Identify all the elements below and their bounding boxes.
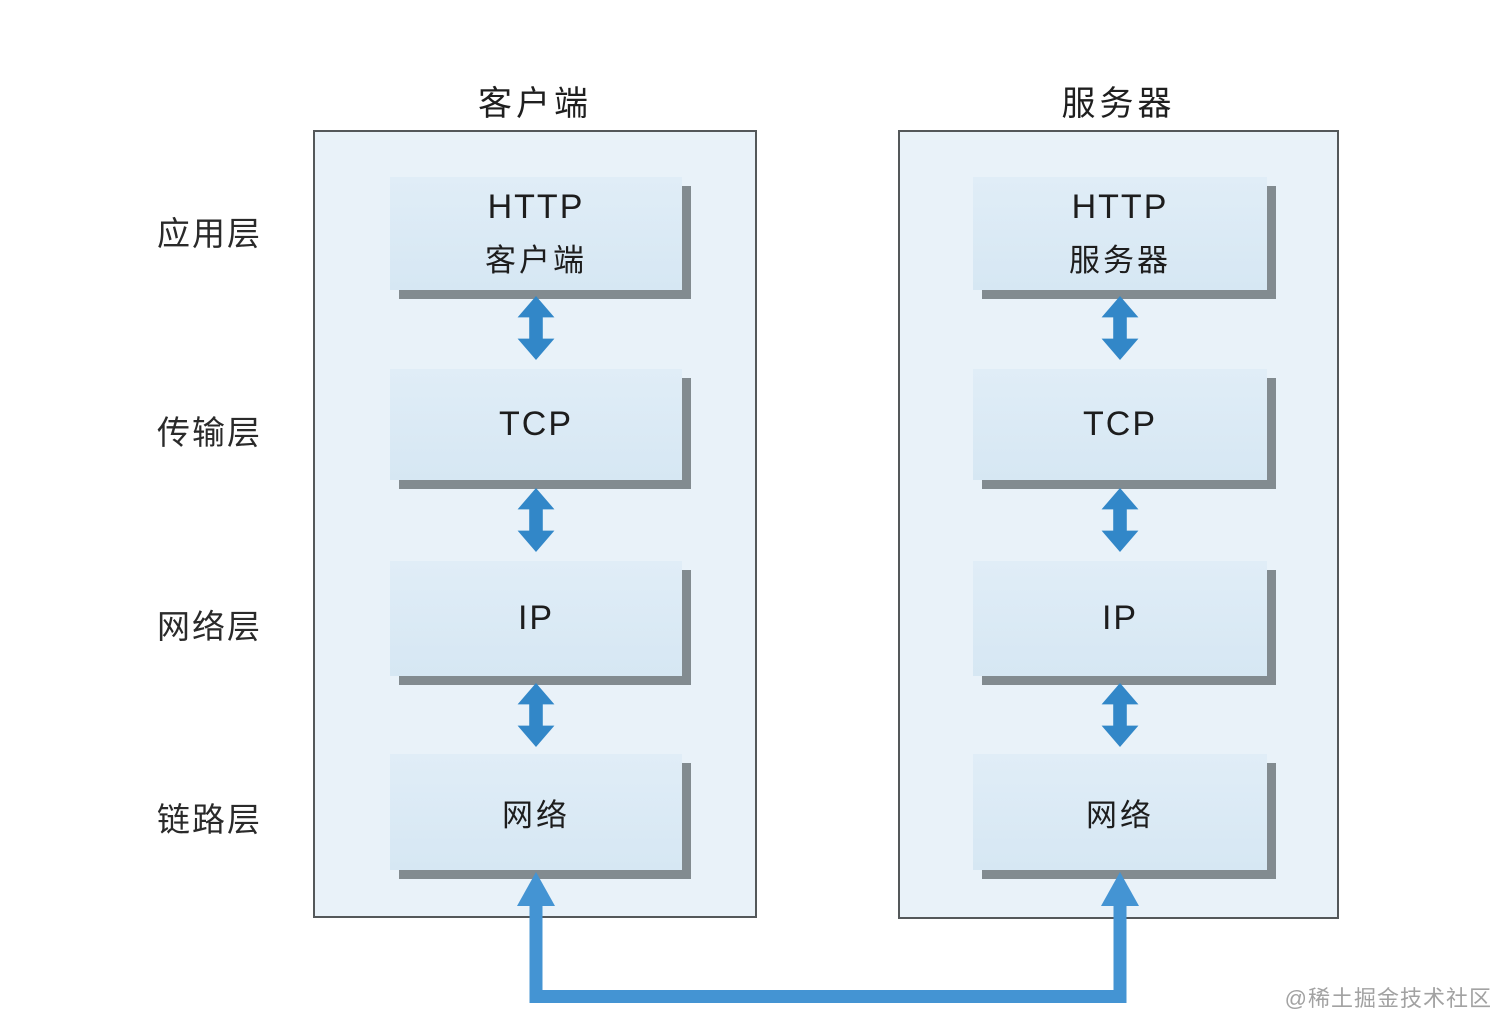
server-column-title: 服务器 (1061, 85, 1176, 123)
double-arrow-icon (517, 683, 555, 747)
layer-label-link: 链路层 (157, 801, 262, 838)
server-tcp-box-label: TCP (1083, 405, 1157, 443)
server-network-box: 网络 (973, 754, 1267, 870)
layer-label-transport: 传输层 (157, 414, 262, 451)
double-arrow-icon (517, 296, 555, 360)
server-http-box-line1: HTTP (1071, 187, 1169, 226)
client-http-box: HTTP 客户端 (390, 177, 682, 290)
layer-label-application: 应用层 (157, 215, 262, 252)
client-ip-box-label: IP (517, 599, 555, 637)
client-tcp-box: TCP (390, 369, 682, 480)
client-http-box-line1: HTTP (487, 187, 585, 226)
layer-label-network: 网络层 (157, 608, 262, 645)
server-tcp-box: TCP (973, 369, 1267, 480)
double-arrow-icon (1101, 683, 1139, 747)
double-arrow-icon (1101, 296, 1139, 360)
client-tcp-box-label: TCP (499, 405, 573, 443)
watermark-text: @稀土掘金技术社区 (1284, 986, 1492, 1011)
client-network-box: 网络 (390, 754, 682, 870)
server-ip-box-label: IP (1101, 599, 1139, 637)
client-network-box-label: 网络 (502, 797, 570, 833)
double-arrow-icon (517, 488, 555, 552)
server-http-box: HTTP 服务器 (973, 177, 1267, 290)
double-arrow-icon (1101, 488, 1139, 552)
client-ip-box: IP (390, 561, 682, 676)
server-network-box-label: 网络 (1086, 797, 1154, 833)
server-http-box-line2: 服务器 (1069, 242, 1171, 278)
client-column-title: 客户端 (478, 85, 592, 123)
client-http-box-line2: 客户端 (485, 242, 587, 278)
server-ip-box: IP (973, 561, 1267, 676)
